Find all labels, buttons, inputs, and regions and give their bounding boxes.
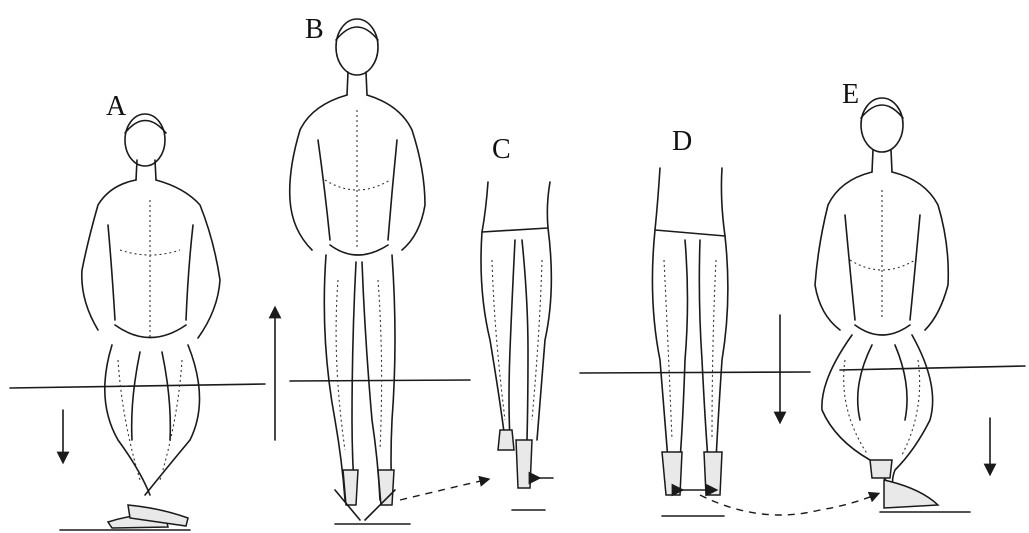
figure-c: C [481,134,553,510]
figure-label-a: A [106,91,127,122]
figure-e: E [815,79,970,512]
figure-d: D [652,126,727,516]
figure-label-d: D [672,126,692,157]
horizon-lines [10,366,1025,388]
figure-a: A [60,91,220,530]
figure-label-e: E [842,79,859,110]
figure-label-c: C [492,134,511,165]
transition-paths [400,480,875,515]
figure-label-b: B [305,14,324,45]
figure-b: B [290,14,425,524]
